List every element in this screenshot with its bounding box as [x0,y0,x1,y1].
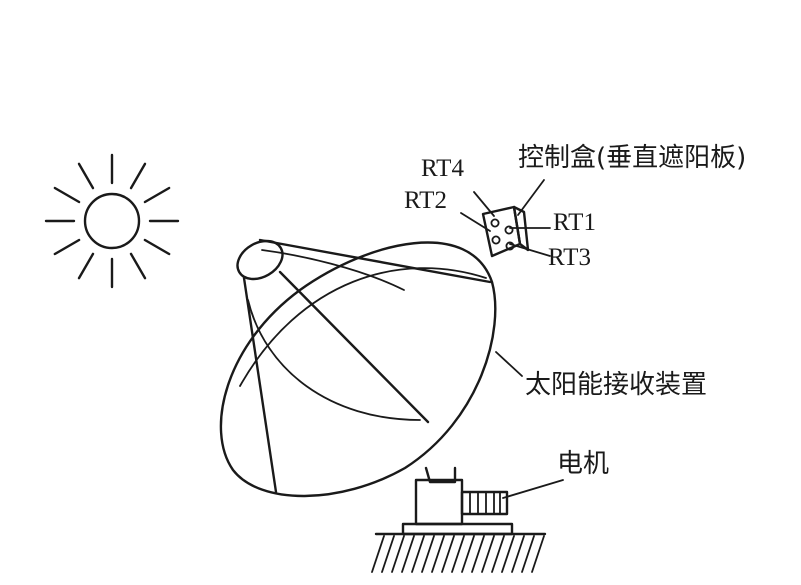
rt4-label: RT4 [421,155,464,182]
sun-ray [143,238,171,256]
sun-ray [129,162,147,190]
hatch-stroke [471,535,485,573]
rt1-label: RT1 [553,209,596,236]
solar-dish [219,238,497,498]
receiver-label: 太阳能接收装置 [525,370,707,400]
hatch-stroke [501,535,515,573]
hatch-stroke [451,535,465,573]
sun-ray [77,252,95,280]
hatch-stroke [481,535,495,573]
control-box-label: 控制盒(垂直遮阳板) [518,143,746,173]
hatch-stroke [371,535,385,573]
hatch-stroke [441,535,455,573]
sun-ray [53,238,81,256]
pedestal [401,466,514,536]
hatch-stroke [461,535,475,573]
hatch-stroke [491,535,505,573]
sun-ray [53,186,81,204]
motor [460,490,509,516]
hatch-stroke [391,535,405,573]
hatch-stroke [531,535,545,573]
hatch-stroke [401,535,415,573]
sun-ray [129,252,147,280]
sun-ray [143,186,171,204]
sun-ray [77,162,95,190]
hatch-stroke [431,535,445,573]
hatch-stroke [521,535,535,573]
hatch-stroke [381,535,395,573]
motor-label: 电机 [557,449,609,479]
sun-icon [44,153,180,289]
hatch-stroke [411,535,425,573]
leader-lines [460,179,564,499]
rt3-label: RT3 [548,244,591,271]
ground-hatch [371,532,547,573]
hatch-stroke [511,535,525,573]
rt2-label: RT2 [404,187,447,214]
hatch-stroke [421,535,435,573]
